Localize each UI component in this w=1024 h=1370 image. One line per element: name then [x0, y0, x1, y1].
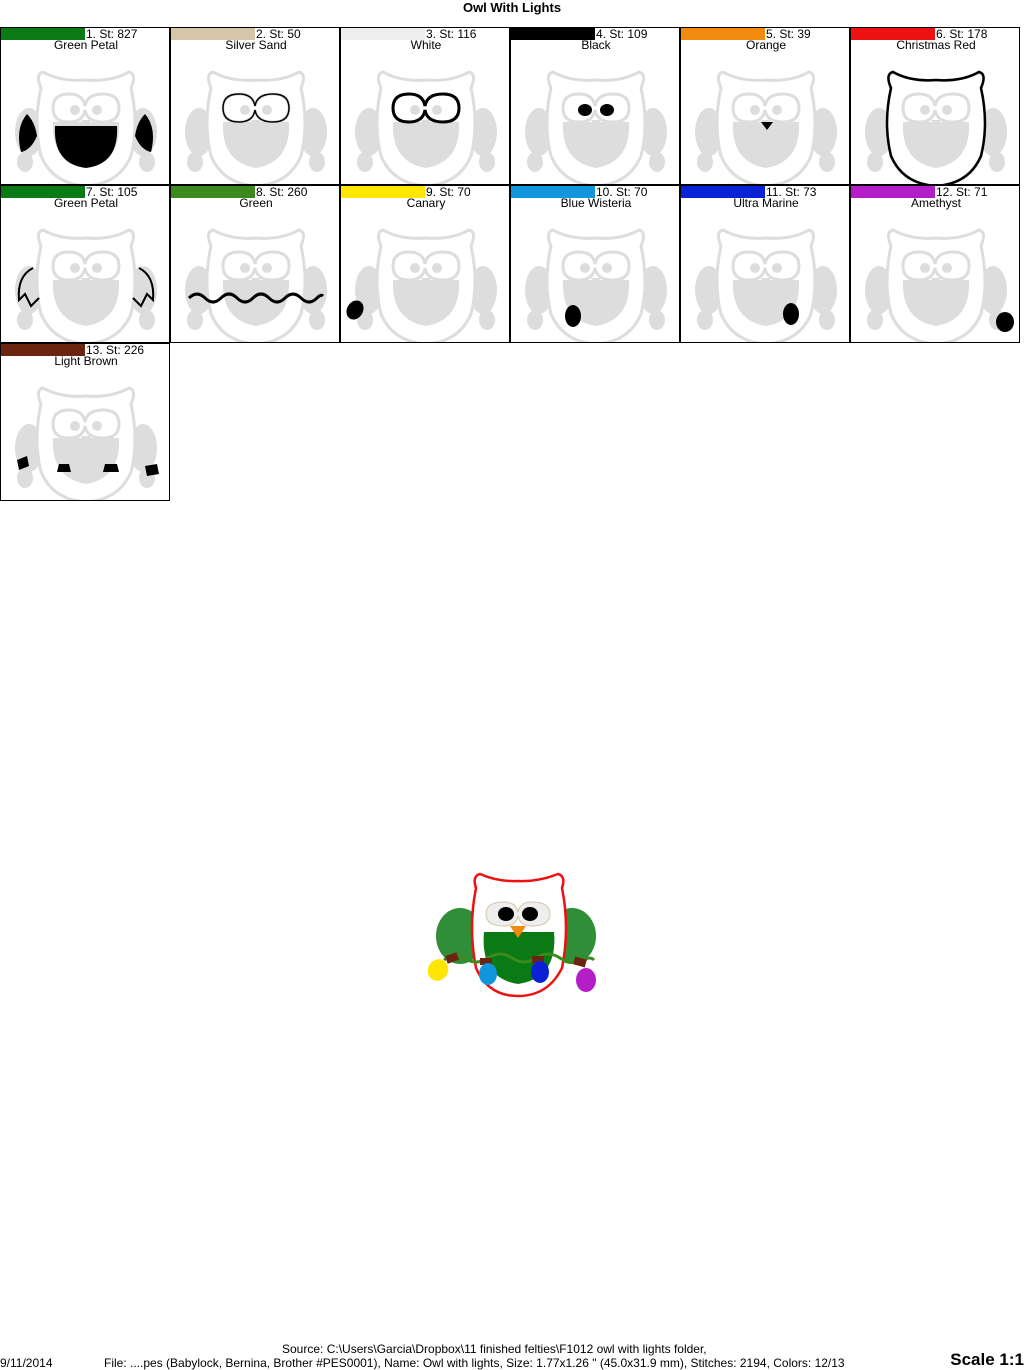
- color-swatch: [171, 186, 255, 198]
- color-swatch: [511, 28, 595, 40]
- color-swatch: [1, 186, 85, 198]
- thread-color-name: Orange: [745, 38, 787, 52]
- color-swatch: [1, 344, 85, 356]
- color-swatch: [681, 28, 765, 40]
- thread-color-name: Green Petal: [53, 38, 119, 52]
- thread-color-name: Canary: [406, 196, 446, 210]
- color-swatch: [851, 186, 935, 198]
- stitch-count-label: 1. St: 827: [86, 27, 138, 41]
- color-swatch: [851, 28, 935, 40]
- thread-color-name: Christmas Red: [896, 38, 976, 52]
- color-swatch: [341, 28, 425, 40]
- color-swatch: [1, 28, 85, 40]
- stitch-count-label: 6. St: 178: [936, 27, 988, 41]
- color-swatch: [171, 28, 255, 40]
- stitch-count-label: 11. St: 73: [766, 185, 817, 199]
- stitch-count-label: 12. St: 71: [936, 185, 988, 199]
- stitch-step-thumbnail: [355, 70, 497, 184]
- stitch-count-label: 10. St: 70: [596, 185, 648, 199]
- stitch-count-label: 4. St: 109: [596, 27, 648, 41]
- stitch-step-thumbnail: [525, 228, 667, 342]
- thread-color-name: Ultra Marine: [733, 196, 799, 210]
- color-swatch: [341, 186, 425, 198]
- owl-preview-image: [427, 872, 596, 998]
- stitch-step-thumbnail: [185, 228, 327, 342]
- scale-label: Scale 1:1: [950, 1350, 1024, 1369]
- page-title: Owl With Lights: [462, 0, 562, 15]
- stitch-step-thumbnail: [695, 70, 837, 184]
- footer-date: 9/11/2014: [0, 1356, 53, 1370]
- footer-source: Source: C:\Users\Garcia\Dropbox\11 finis…: [282, 1342, 707, 1356]
- thread-color-name: Green Petal: [53, 196, 119, 210]
- stitch-step-thumbnail: [15, 228, 157, 342]
- thread-color-name: White: [410, 38, 442, 52]
- color-swatch: [681, 186, 765, 198]
- thread-color-name: Amethyst: [910, 196, 961, 210]
- stitch-count-label: 9. St: 70: [426, 185, 471, 199]
- stitch-count-label: 7. St: 105: [86, 185, 138, 199]
- stitch-step-thumbnail: [865, 228, 1014, 342]
- stitch-count-label: 3. St: 116: [426, 27, 477, 41]
- stitch-step-thumbnail: [185, 70, 327, 184]
- stitch-count-label: 5. St: 39: [766, 27, 811, 41]
- stitch-count-label: 13. St: 226: [86, 343, 145, 357]
- thread-color-name: Black: [581, 38, 611, 52]
- color-swatch: [511, 186, 595, 198]
- stitch-step-thumbnail: [15, 70, 157, 184]
- footer-file-info: File: ....pes (Babylock, Bernina, Brothe…: [104, 1356, 845, 1370]
- stitch-step-thumbnail: [346, 228, 497, 342]
- stitch-count-label: 8. St: 260: [256, 185, 308, 199]
- stitch-step-thumbnail: [15, 386, 159, 500]
- thread-color-name: Blue Wisteria: [560, 196, 632, 210]
- stitch-step-thumbnail: [695, 228, 837, 342]
- thread-color-name: Silver Sand: [225, 38, 287, 52]
- stitch-step-thumbnail: [865, 70, 1007, 184]
- thread-color-name: Light Brown: [54, 354, 118, 368]
- stitch-count-label: 2. St: 50: [256, 27, 301, 41]
- stitch-step-thumbnail: [525, 70, 667, 184]
- thread-color-name: Green: [239, 196, 273, 210]
